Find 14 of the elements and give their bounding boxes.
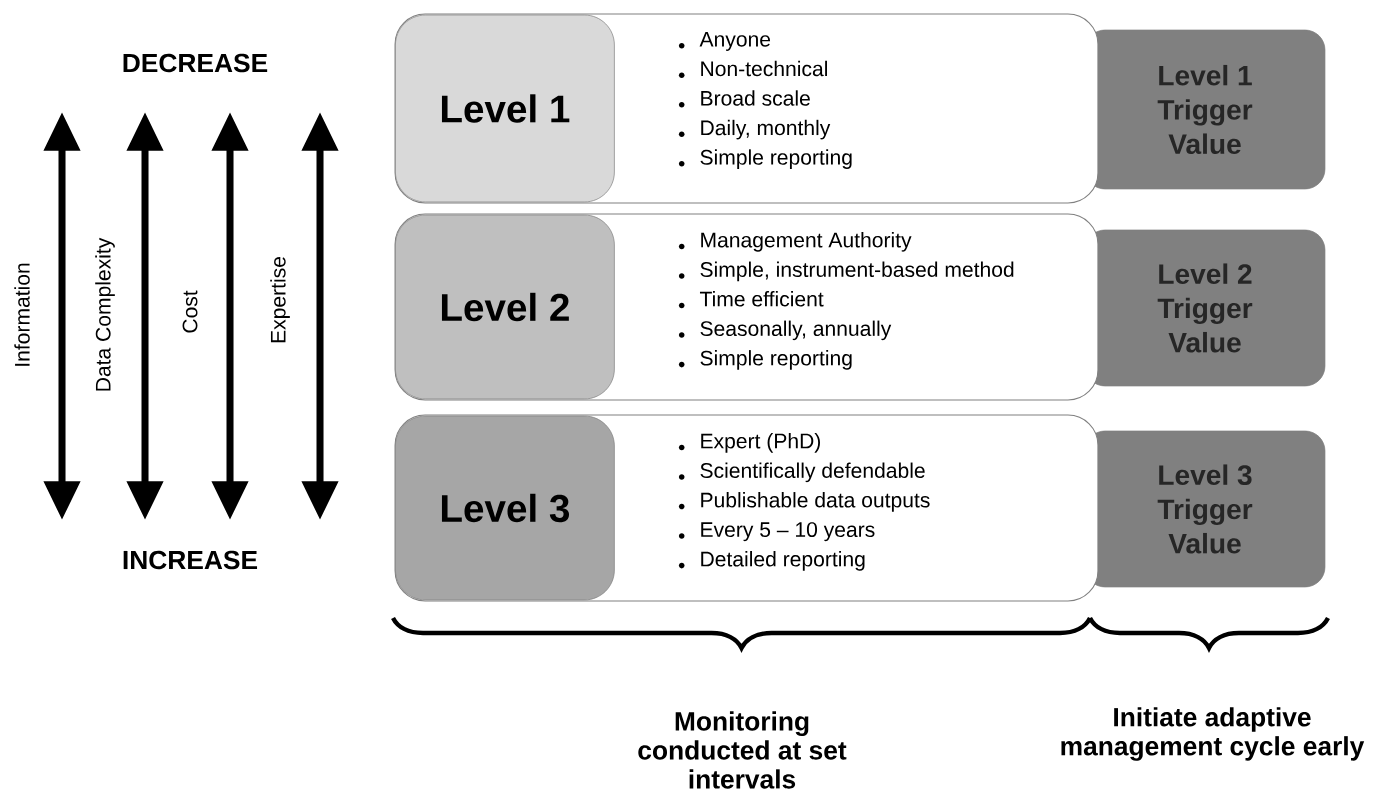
level-box: Level 1	[395, 14, 615, 203]
bracket-caption: Initiate adaptive management cycle early	[1061, 707, 1365, 761]
axis-label: Data Complexity	[95, 237, 115, 391]
level-box: Level 2	[395, 214, 615, 400]
axis-label: Information	[14, 263, 30, 366]
axis-label: Cost	[182, 290, 198, 333]
trigger-box: Level 1 Trigger Value	[1084, 29, 1326, 190]
scale-label: DECREASE	[123, 53, 268, 73]
axis-label: Expertise	[270, 257, 290, 343]
bracket-caption: Monitoring conducted at set intervals	[638, 711, 847, 789]
scale-label: INCREASE	[123, 550, 258, 570]
trigger-box: Level 2 Trigger Value	[1084, 229, 1326, 387]
level-box: Level 3	[395, 415, 615, 601]
trigger-box: Level 3 Trigger Value	[1084, 430, 1326, 588]
